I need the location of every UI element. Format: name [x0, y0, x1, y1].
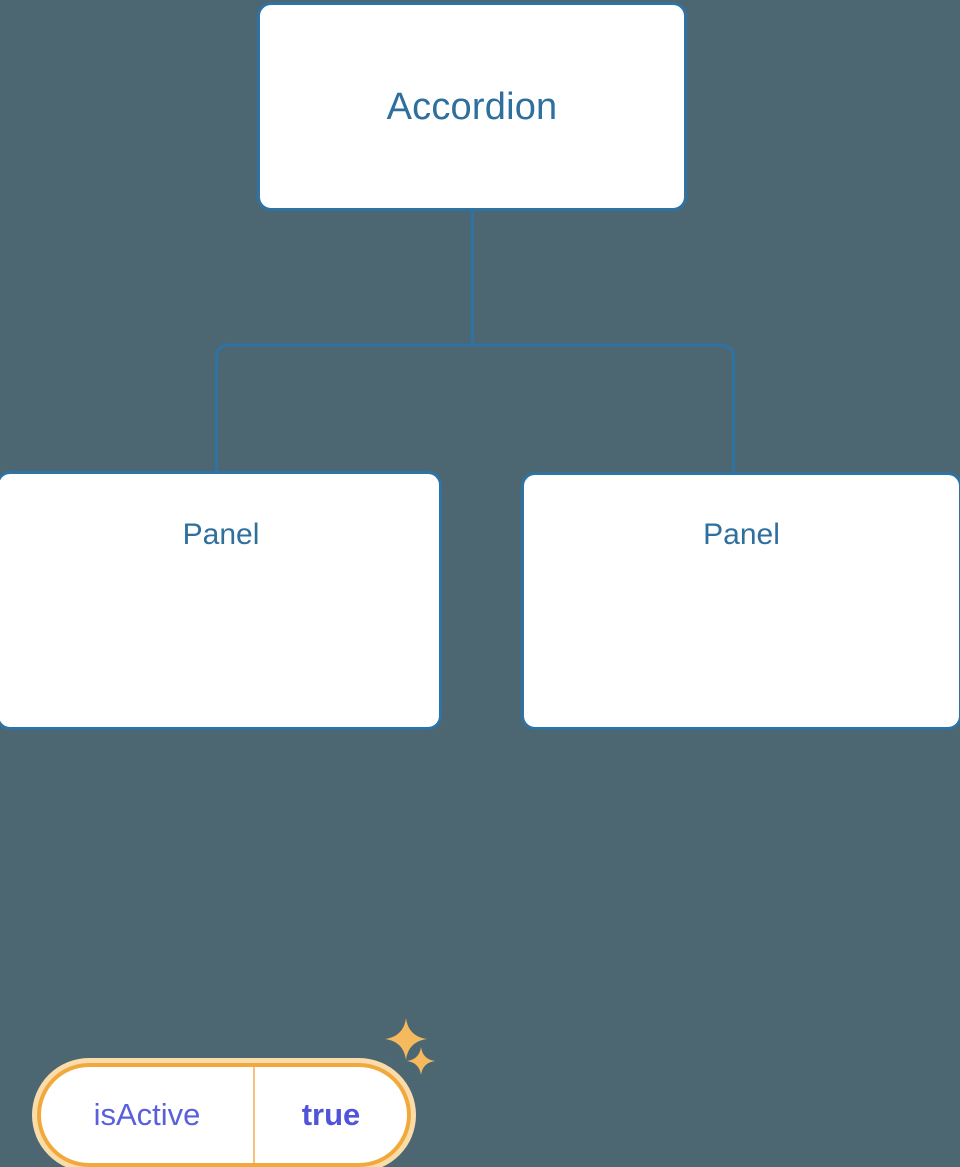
node-panel-inactive-label: Panel: [703, 518, 780, 551]
node-accordion[interactable]: Accordion: [257, 2, 687, 211]
node-accordion-label: Accordion: [386, 85, 558, 128]
prop-key-isactive: isActive: [41, 1067, 255, 1163]
connector-branch-right: [472, 343, 735, 472]
sparkle-small-icon: [407, 1047, 435, 1075]
node-panel-active-label: Panel: [182, 518, 260, 551]
sparkle-large-icon: [385, 1018, 427, 1060]
connector-branch-left: [215, 343, 473, 471]
prop-pill-isactive-true[interactable]: isActive true: [37, 1063, 411, 1167]
node-panel-inactive[interactable]: Panel isActive false: [521, 472, 960, 730]
node-panel-active[interactable]: Panel isActive true: [0, 471, 442, 1167]
prop-value-true: true: [301, 1097, 361, 1132]
